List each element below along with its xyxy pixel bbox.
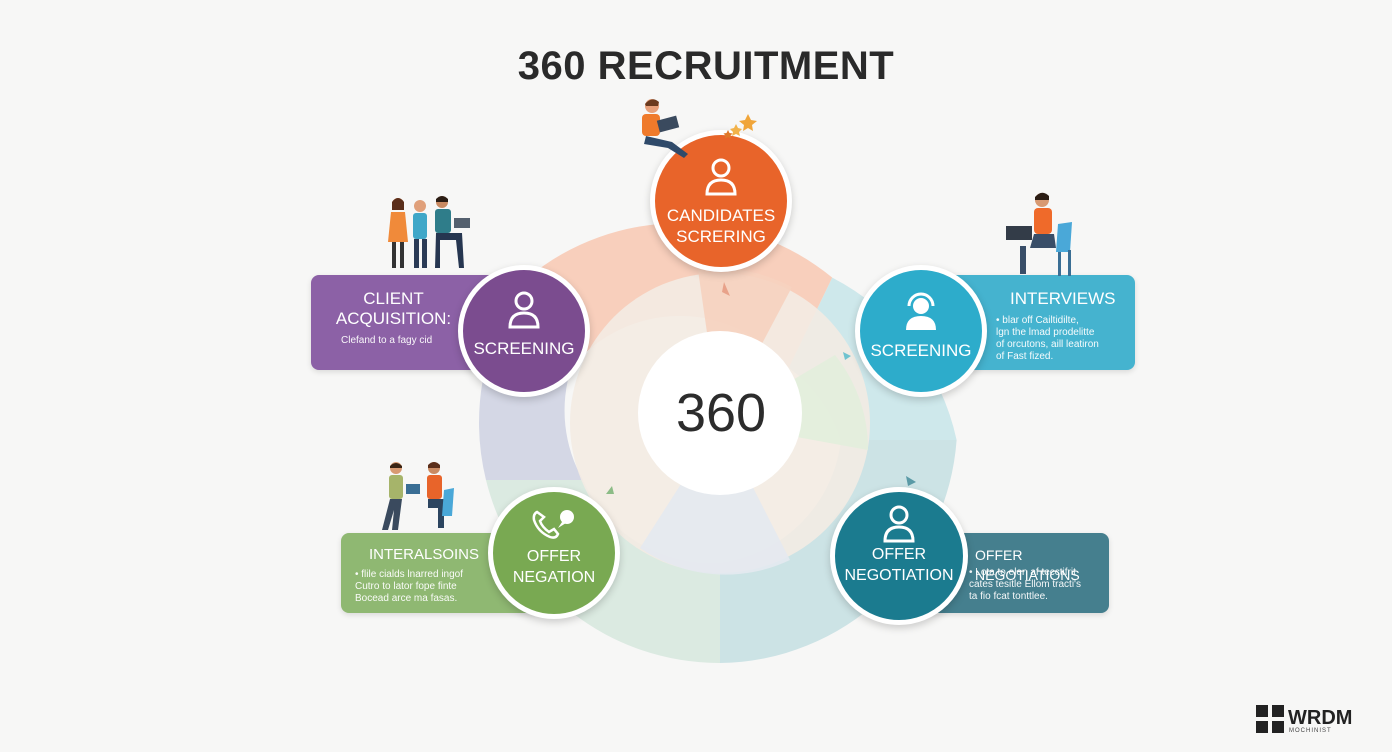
person-at-desk-illustration	[1006, 192, 1072, 276]
offer-negotiation-node: OFFER NEGOTIATION	[830, 487, 968, 625]
logo-mark-icon	[1256, 705, 1284, 733]
screening-node-right: SCREENING	[855, 265, 987, 397]
phone-chat-icon	[532, 510, 574, 539]
card-body-line: • flile cialds lnarred ingof	[355, 569, 463, 580]
person-icon	[883, 505, 915, 543]
arrow-marker-bottom-right	[906, 476, 916, 486]
arrow-marker-top	[722, 282, 730, 296]
card-heading: INTERVIEWS	[1010, 289, 1116, 308]
node-label-line1: SCREENING	[473, 339, 575, 358]
node-label-line1: OFFER	[871, 546, 927, 563]
card-body-line: lgn the lmad prodelitte	[996, 327, 1095, 338]
candidates-screening-node: CANDIDATES SCRERING	[650, 130, 792, 272]
inner-wedge-bottom	[640, 423, 790, 575]
two-people-meeting-illustration	[382, 462, 454, 530]
card-heading-line2: ACQUISITION:	[335, 309, 452, 328]
headset-person-icon	[906, 292, 936, 330]
card-body-line: ta fio fcat tonttlee.	[969, 591, 1048, 602]
card-heading: INTERALSOINS	[369, 546, 480, 563]
arrow-marker-right	[843, 352, 851, 360]
center-label: 360	[675, 383, 767, 443]
card-body-line: • Lota to elen af tecctifrit	[969, 567, 1076, 578]
logo-subtext: MOCHINIST	[1289, 728, 1332, 734]
card-body-line: cates tesitle Ellom tracti's	[969, 579, 1081, 590]
card-body-line: • blar off Cailtidilte,	[996, 315, 1079, 326]
node-label-line1: SCREENING	[870, 341, 972, 360]
card-body-line: Cutro to lator fope finte	[355, 581, 457, 592]
center-circle	[638, 331, 802, 495]
node-label-line2: NEGATION	[512, 569, 596, 586]
card-heading-line1: CLIENT	[363, 289, 424, 308]
card-body-line: Clefand to a fagy cid	[341, 335, 433, 346]
node-label-line1: OFFER	[526, 548, 582, 565]
team-illustration	[388, 196, 470, 268]
card-body-line: Bocead arce ma fasas.	[355, 593, 458, 604]
screening-node-left: SCREENING	[458, 265, 590, 397]
card-heading: OFFER NEGOTIATIONS	[975, 547, 1080, 583]
node-label-line2: SCRERING	[676, 227, 766, 246]
logo-text: WRDM	[1288, 707, 1353, 729]
person-with-laptop-illustration	[642, 99, 757, 158]
page-title: 360 RECRUITMENT	[517, 44, 895, 88]
node-label-line1: CANDIDATES	[666, 206, 776, 225]
card-body-line: of orcutons, aill leatiron	[996, 339, 1099, 350]
person-icon	[508, 291, 540, 329]
offer-negation-node: OFFER NEGATION	[488, 487, 620, 619]
person-icon	[705, 158, 737, 196]
node-label-line2: NEGOTIATION	[844, 567, 954, 584]
card-body-line: of Fast fized.	[996, 351, 1054, 362]
arrow-marker-bottom-left	[606, 486, 614, 494]
